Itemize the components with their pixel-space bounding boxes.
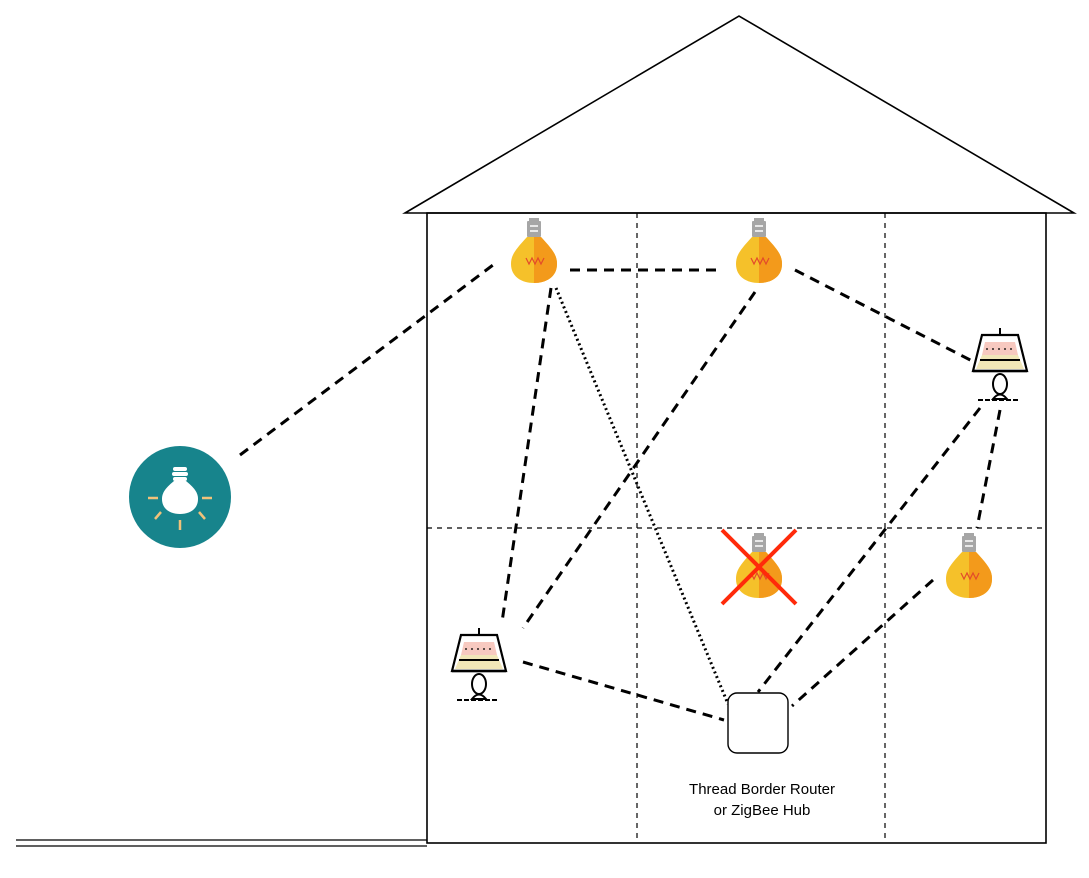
mesh-link	[239, 263, 494, 457]
bulb-outdoor	[129, 446, 231, 548]
bulb-top-center	[735, 217, 783, 284]
mesh-link	[794, 268, 981, 367]
mesh-link	[522, 660, 725, 722]
lamp-left-lower	[450, 626, 508, 702]
mesh-link	[500, 287, 553, 623]
mesh-link	[791, 578, 934, 708]
lamp-right-upper	[971, 326, 1029, 402]
mesh-link	[975, 409, 1002, 529]
failure-x-icon	[720, 528, 798, 606]
hub-label-line1: Thread Border Router	[689, 781, 835, 798]
mesh-link-dotted	[554, 287, 730, 705]
house-roof	[402, 15, 1077, 214]
bulb-middle-center	[720, 528, 798, 606]
mesh-links	[239, 263, 1002, 722]
hub-label-line2: or ZigBee Hub	[713, 802, 811, 819]
mesh-link	[756, 407, 982, 693]
hub-device	[727, 692, 789, 754]
bulb-right-lower	[945, 532, 993, 599]
bulb-top-left	[510, 217, 558, 284]
mesh-link	[521, 291, 757, 629]
